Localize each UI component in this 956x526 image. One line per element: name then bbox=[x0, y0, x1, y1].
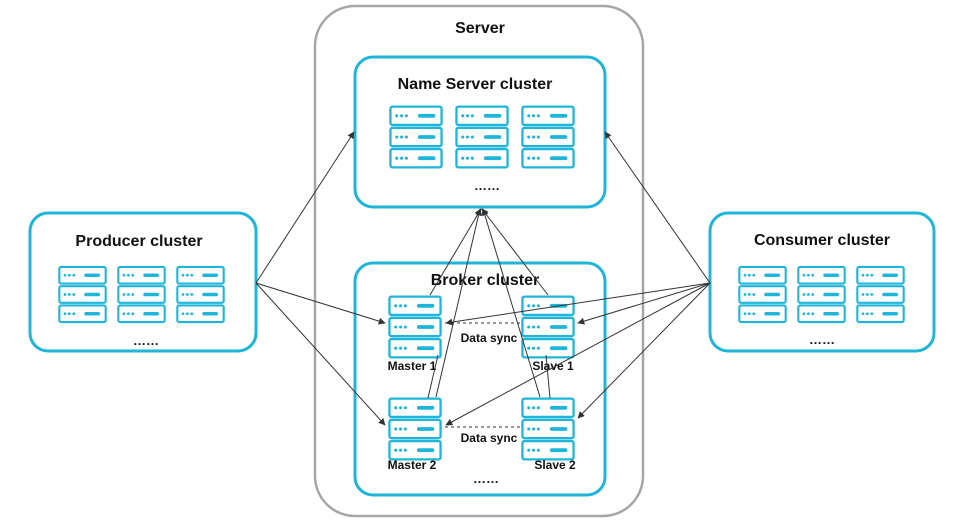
master-2-label: Master 2 bbox=[388, 458, 437, 472]
consumer-to-slave2-arrow bbox=[577, 282, 711, 419]
consumer-ellipsis: …… bbox=[809, 332, 835, 347]
slave2-register-arrow bbox=[481, 208, 541, 398]
consumer-cluster-title: Consumer cluster bbox=[754, 232, 890, 249]
name-server-cluster-title: Name Server cluster bbox=[398, 76, 553, 93]
slave-1-label: Slave 1 bbox=[532, 359, 574, 373]
data-sync-label-1: Data sync bbox=[461, 331, 518, 345]
server-title: Server bbox=[455, 20, 505, 37]
producer-ellipsis: …… bbox=[133, 333, 159, 348]
producer-cluster-box bbox=[28, 211, 258, 353]
server-box bbox=[313, 4, 645, 518]
broker-cluster-title: Broker cluster bbox=[431, 272, 540, 289]
broker-cluster-box bbox=[353, 261, 607, 497]
consumer-cluster-box bbox=[708, 211, 936, 353]
name-server-ellipsis: …… bbox=[474, 178, 500, 193]
slave-link-line bbox=[545, 354, 551, 399]
master2-register-arrow bbox=[435, 208, 482, 398]
producer-to-master2-arrow bbox=[255, 282, 386, 426]
producer-to-nameserver-arrow bbox=[255, 131, 355, 284]
consumer-to-master1-arrow bbox=[445, 282, 711, 326]
data-sync-label-2: Data sync bbox=[461, 431, 518, 445]
slave1-register-arrow bbox=[481, 208, 549, 296]
producer-cluster-title: Producer cluster bbox=[75, 233, 202, 250]
producer-to-master1-arrow bbox=[255, 282, 386, 325]
slave-2-label: Slave 2 bbox=[534, 458, 576, 472]
broker-ellipsis: …… bbox=[473, 471, 499, 486]
consumer-to-slave1-arrow bbox=[577, 282, 711, 325]
master-link-line bbox=[427, 354, 439, 399]
consumer-to-master2-arrow bbox=[445, 282, 711, 426]
master-1-label: Master 1 bbox=[388, 359, 437, 373]
master1-register-arrow bbox=[429, 208, 482, 296]
consumer-to-nameserver-arrow bbox=[604, 131, 711, 284]
